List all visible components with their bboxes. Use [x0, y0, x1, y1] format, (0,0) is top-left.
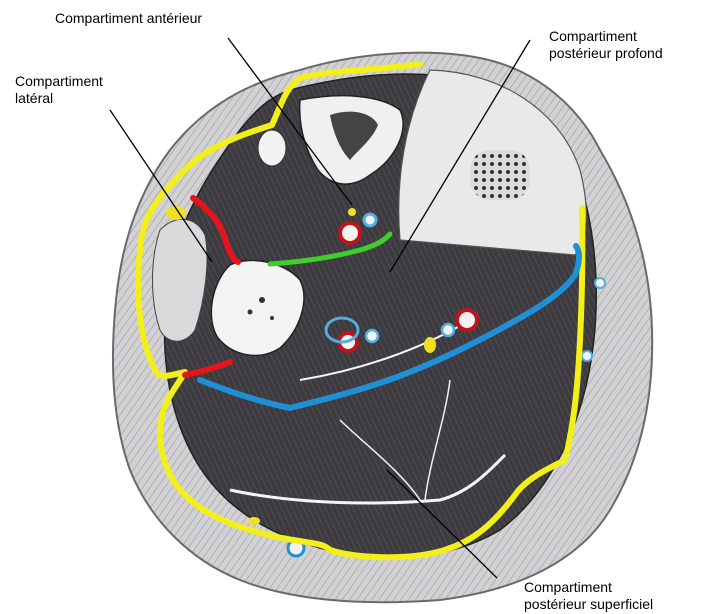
label-anterior-compartment: Compartiment antérieur: [55, 10, 202, 26]
sural-nerve: [248, 517, 260, 525]
posterior-tibial-vein: [442, 324, 454, 336]
posterior-tibial-artery: [457, 310, 477, 330]
label-superficial-posterior-line1: Compartiment: [524, 579, 612, 595]
fibular-vein-2: [366, 330, 378, 342]
anterior-tibial-vein: [364, 214, 376, 226]
label-deep-posterior-line2: postérieur profond: [549, 45, 663, 61]
anterior-tibial-artery: [340, 223, 360, 243]
small-vein-right-2: [582, 351, 592, 361]
dotted-patch: [470, 150, 530, 200]
label-deep-posterior-line1: Compartiment: [549, 28, 637, 44]
tibial-nerve: [424, 337, 436, 353]
label-lateral-line1: Compartiment: [15, 73, 103, 89]
deep-fibular-nerve: [348, 208, 356, 216]
small-vein-right-1: [595, 278, 605, 288]
label-lateral-line2: latéral: [15, 90, 53, 106]
small-structure: [258, 130, 286, 166]
label-superficial-posterior-line2: postérieur superficiel: [524, 596, 653, 612]
